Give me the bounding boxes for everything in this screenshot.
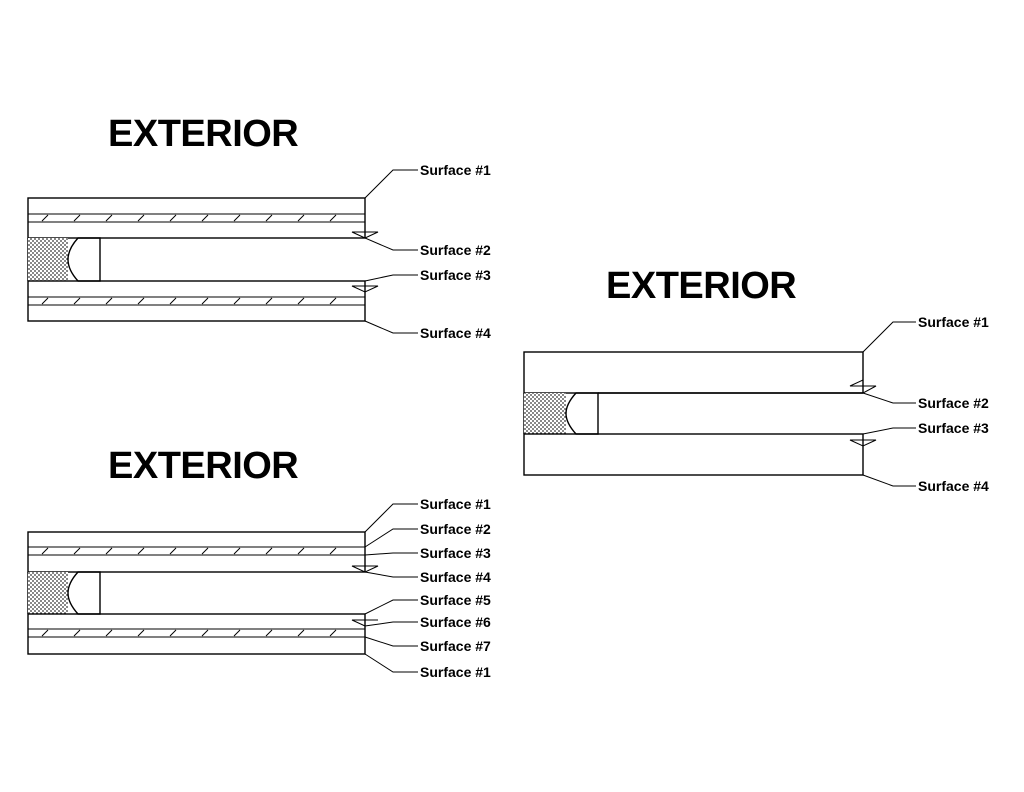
surface-label: Surface #1 xyxy=(918,314,989,330)
leader-line xyxy=(862,474,916,487)
leader-line xyxy=(364,503,418,533)
leader-line xyxy=(364,599,418,615)
surface-label: Surface #2 xyxy=(420,521,491,537)
diagram-laminated-unit-eight-surfaces: EXTERIOR Surface xyxy=(27,445,491,680)
break-mark xyxy=(351,285,379,293)
surface-label: Surface #6 xyxy=(420,614,491,630)
surface-label: Surface #7 xyxy=(420,638,491,654)
leader-line xyxy=(364,653,418,673)
exterior-title: EXTERIOR xyxy=(108,445,298,487)
outer-lite xyxy=(523,351,864,394)
leader-line xyxy=(364,552,418,556)
interlayer-hatch xyxy=(41,629,337,637)
leader-line xyxy=(351,565,418,578)
inner-lite xyxy=(523,433,864,476)
leader-line xyxy=(351,619,418,627)
surface-label: Surface #3 xyxy=(420,267,491,283)
surface-label: Surface #4 xyxy=(420,569,491,585)
exterior-title: EXTERIOR xyxy=(108,113,298,155)
sealant xyxy=(28,572,68,614)
inner-laminated-lite xyxy=(27,613,366,655)
surface-label: Surface #5 xyxy=(420,592,491,608)
leader-line xyxy=(364,528,418,548)
spacer xyxy=(67,571,101,615)
surface-label: Surface #3 xyxy=(420,545,491,561)
diagram-insulated-unit: EXTERIOR Surface #1 Surface #2 Surface #… xyxy=(523,265,989,494)
surface-label: Surface #3 xyxy=(918,420,989,436)
outer-laminated-lite xyxy=(27,531,366,573)
surface-label: Surface #1 xyxy=(420,496,491,512)
spacer xyxy=(565,392,599,435)
leader-line xyxy=(849,379,916,404)
surface-label: Surface #4 xyxy=(918,478,989,494)
surface-label: Surface #2 xyxy=(420,242,491,258)
surface-label: Surface #2 xyxy=(918,395,989,411)
leader-line xyxy=(862,427,916,435)
sealant xyxy=(524,393,566,434)
leader-line xyxy=(364,169,418,199)
sealant xyxy=(28,238,68,281)
leader-line xyxy=(364,636,418,647)
exterior-title: EXTERIOR xyxy=(606,265,796,307)
leader-line xyxy=(862,321,916,353)
interlayer-hatch xyxy=(41,547,337,555)
leader-line xyxy=(364,274,418,282)
surface-label: Surface #4 xyxy=(420,325,491,341)
surface-label: Surface #1 xyxy=(420,664,491,680)
break-mark xyxy=(849,439,877,447)
surface-label: Surface #1 xyxy=(420,162,491,178)
leader-line xyxy=(364,320,418,334)
inner-laminated-lite xyxy=(27,280,366,322)
leader-line xyxy=(351,231,418,251)
interlayer-hatch xyxy=(41,214,337,222)
spacer xyxy=(67,237,101,282)
interlayer-hatch xyxy=(41,297,337,305)
outer-laminated-lite xyxy=(27,197,366,239)
diagram-laminated-insulated-unit: EXTERIOR Su xyxy=(27,113,491,341)
